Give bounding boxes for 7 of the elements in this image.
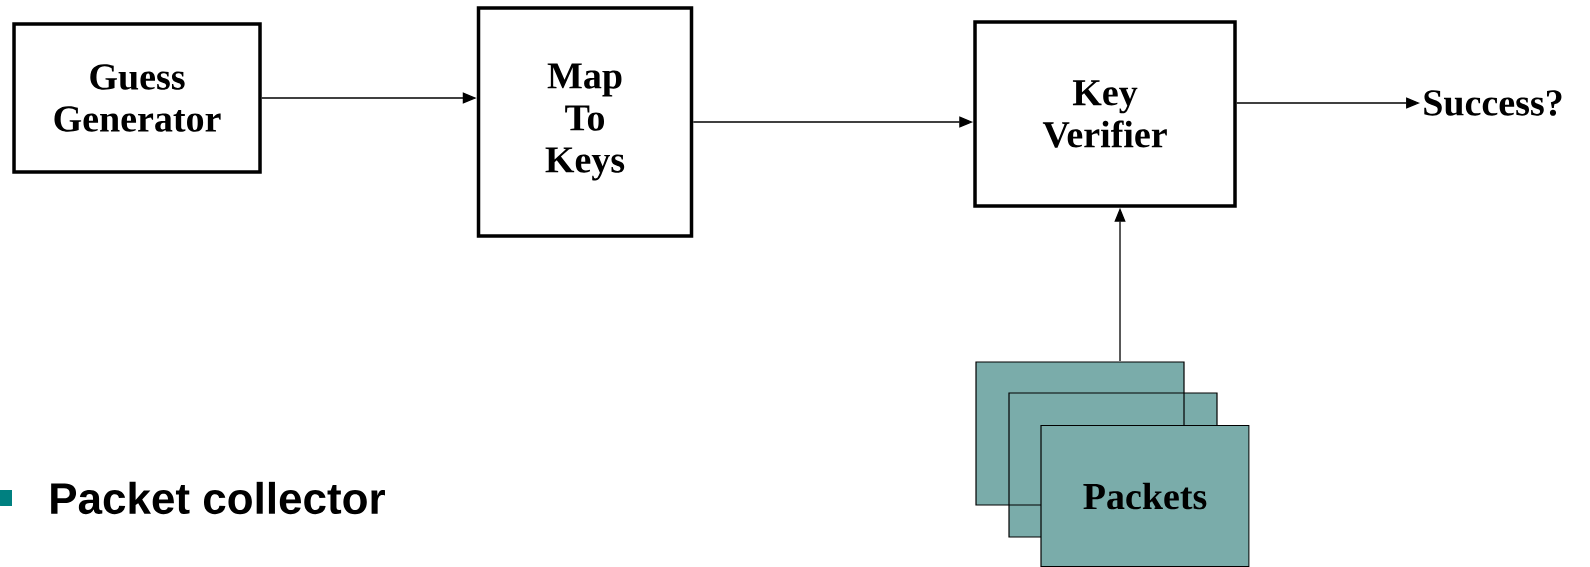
process-box: Guess Generator bbox=[12, 22, 262, 174]
packet-card: Packets bbox=[1040, 424, 1250, 567]
process-box: Key Verifier bbox=[973, 20, 1237, 208]
bullet-text: Packet collector bbox=[51, 481, 385, 515]
process-box: Map To Keys bbox=[476, 6, 694, 238]
node-label: Packets bbox=[1083, 482, 1207, 510]
output-text: Success? bbox=[1424, 90, 1562, 116]
